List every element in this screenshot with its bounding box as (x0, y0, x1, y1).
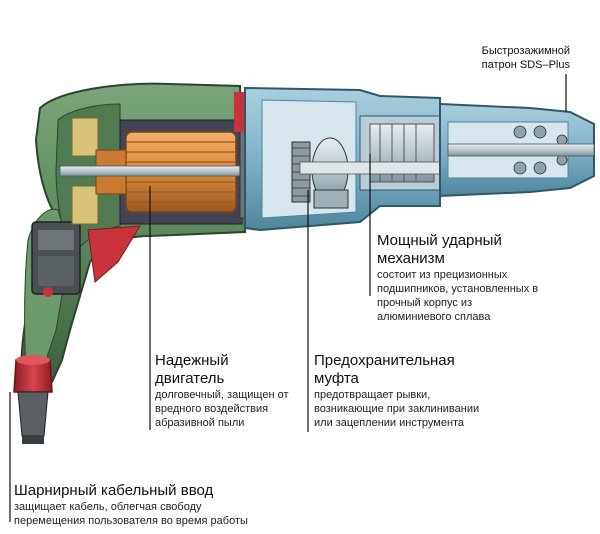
sds-plus-chuck (439, 102, 595, 198)
label-clutch-title2: муфта (314, 370, 359, 387)
label-motor: Надежный двигатель долговечный, защищен … (155, 352, 289, 430)
red-accent-top (234, 92, 244, 132)
label-clutch: Предохранительная муфта предотвращает ры… (314, 352, 479, 430)
label-cable-desc1: защищает кабель, облегчая свободу (14, 501, 202, 513)
label-clutch-desc1: предотвращает рывки, (314, 389, 431, 401)
label-clutch-desc3: или зацеплении инструмента (314, 417, 465, 429)
label-motor-title2: двигатель (155, 370, 225, 387)
label-motor-desc1: долговечный, защищен от (155, 389, 289, 401)
label-impact: Мощный ударный механизм состоит из преци… (377, 232, 538, 324)
label-chuck: Быстрозажимной патрон SDS–Plus (482, 44, 570, 72)
label-impact-desc3: прочный корпус из (377, 297, 473, 309)
cable-strain-relief (13, 355, 53, 444)
red-accent-trigger (87, 225, 141, 283)
label-cable-desc2: перемещения пользователя во время работы (14, 515, 248, 527)
label-motor-desc2: вредного воздействия (155, 403, 269, 415)
label-impact-desc4: алюминиевого сплава (377, 311, 491, 323)
label-motor-desc3: абразивной пыли (155, 417, 245, 429)
trigger-switch-module (31, 221, 81, 297)
label-chuck-line2: патрон SDS–Plus (481, 59, 570, 71)
motor-armature (59, 119, 271, 225)
leader-lines (9, 74, 567, 522)
label-impact-desc2: подшипников, установленных в (377, 283, 539, 295)
label-cable: Шарнирный кабельный ввод защищает кабель… (14, 482, 248, 528)
brush-holders (71, 117, 99, 225)
label-impact-title2: механизм (377, 250, 445, 267)
label-clutch-desc2: возникающие при заклинивании (314, 403, 480, 415)
label-chuck-line1: Быстрозажимной (481, 45, 570, 57)
label-motor-title1: Надежный (155, 352, 229, 369)
label-impact-title1: Мощный ударный (377, 232, 502, 249)
label-impact-desc1: состоит из прецизионных (377, 269, 508, 281)
label-cable-title1: Шарнирный кабельный ввод (14, 482, 214, 499)
label-clutch-title1: Предохранительная (314, 352, 455, 369)
